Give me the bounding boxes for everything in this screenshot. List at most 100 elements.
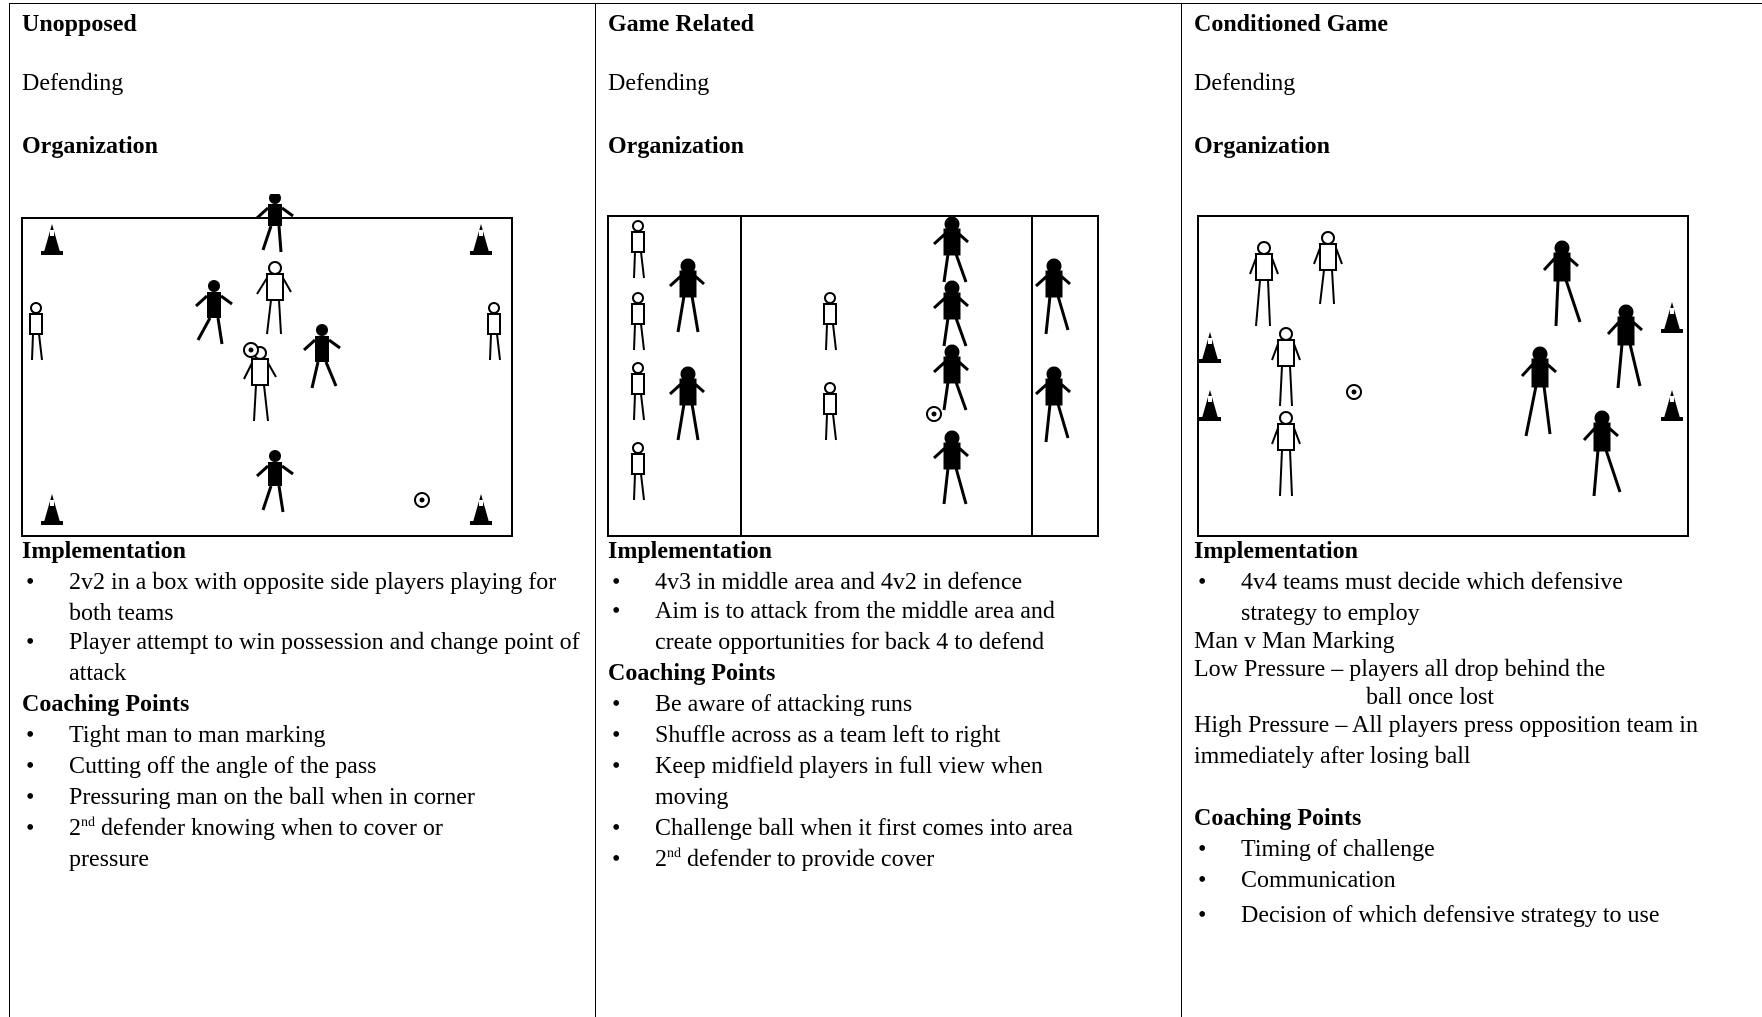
bullet-icon: •: [1198, 569, 1207, 595]
dark-player: [668, 258, 705, 333]
coaching-points-list: •Tight man to man marking •Cutting off t…: [22, 720, 588, 875]
football: [926, 406, 942, 422]
column-conditioned-game: Conditioned Game Defending Organization: [1182, 4, 1762, 1017]
unopposed-pitch-diagram: [21, 194, 513, 537]
bullet-icon: •: [26, 753, 35, 779]
cone: [470, 494, 492, 525]
implementation-heading: Implementation: [608, 538, 772, 564]
dark-player: [302, 324, 341, 389]
dark-player: [1582, 410, 1622, 497]
light-player: [1313, 231, 1343, 305]
column-title: Conditioned Game: [1194, 11, 1389, 37]
bullet-icon: •: [26, 569, 35, 595]
low-pressure-line: Low Pressure – players all drop behind t…: [1194, 656, 1606, 682]
dark-player: [932, 344, 969, 411]
implementation-section: Implementation •4v3 in middle area and 4…: [608, 536, 1174, 875]
light-player: [29, 302, 43, 361]
bullet-icon: •: [26, 629, 35, 655]
organization-heading: Organization: [608, 133, 744, 159]
coaching-points-heading: Coaching Points: [1194, 805, 1362, 831]
list-item: •Shuffle across as a team left to right: [608, 720, 1174, 751]
bullet-icon: •: [26, 815, 35, 841]
light-player: [256, 261, 292, 335]
pitch-boundary: [607, 215, 1099, 537]
light-player: [1271, 327, 1301, 407]
bullet-icon: •: [612, 691, 621, 717]
pitch-boundary: [1197, 215, 1689, 537]
bullet-icon: •: [612, 722, 621, 748]
cone: [41, 494, 63, 525]
light-player: [1249, 241, 1279, 327]
organization-heading: Organization: [22, 133, 158, 159]
bullet-icon: •: [1198, 867, 1207, 893]
implementation-section: Implementation •4v4 teams must decide wh…: [1194, 536, 1750, 931]
list-item: •Communication: [1194, 865, 1750, 896]
list-item: •Player attempt to win possession and ch…: [26, 629, 580, 686]
coaching-points-list: •Be aware of attacking runs •Shuffle acr…: [608, 689, 1174, 875]
implementation-section: Implementation •2v2 in a box with opposi…: [22, 536, 588, 875]
football: [243, 342, 259, 358]
column-subtitle: Defending: [1194, 70, 1296, 96]
list-item: •2nd defender to provide cover: [608, 844, 1174, 875]
light-player: [1271, 411, 1301, 497]
dark-player: [932, 216, 969, 283]
column-unopposed: Unopposed Defending Organization Impleme…: [10, 4, 596, 1017]
implementation-heading: Implementation: [22, 538, 186, 564]
bullet-icon: •: [612, 846, 621, 872]
list-item: •4v4 teams must decide which defensive s…: [1198, 569, 1623, 626]
list-item: •Cutting off the angle of the pass: [22, 751, 588, 782]
game-related-pitch-diagram: [607, 215, 1099, 537]
bullet-icon: •: [1198, 902, 1207, 928]
cone: [1661, 302, 1683, 333]
dark-player: [1606, 304, 1643, 389]
organization-heading: Organization: [1194, 133, 1330, 159]
list-item: •Aim is to attack from the middle area a…: [612, 598, 1055, 655]
dark-player: [932, 430, 969, 505]
list-item: •Be aware of attacking runs: [608, 689, 1174, 720]
list-item: •Tight man to man marking: [22, 720, 588, 751]
light-player: [487, 302, 501, 361]
dark-player: [194, 280, 233, 345]
football: [1346, 384, 1362, 400]
bullet-icon: •: [612, 598, 621, 624]
column-subtitle: Defending: [608, 70, 710, 96]
column-game-related: Game Related Defending Organization: [596, 4, 1182, 1017]
man-marking-line: Man v Man Marking: [1194, 628, 1395, 654]
column-title: Game Related: [608, 11, 754, 37]
cone: [1661, 390, 1683, 421]
list-item: •Timing of challenge: [1194, 834, 1750, 865]
coaching-points-heading: Coaching Points: [608, 660, 776, 686]
cone: [41, 224, 63, 255]
implementation-list: •2v2 in a box with opposite side players…: [22, 567, 588, 689]
light-player: [631, 442, 645, 501]
bullet-icon: •: [26, 722, 35, 748]
light-player: [823, 382, 837, 441]
light-player: [243, 346, 277, 422]
session-plan-table: Unopposed Defending Organization Impleme…: [9, 3, 1762, 1017]
list-item: •Pressuring man on the ball when in corn…: [22, 782, 588, 813]
cone: [1199, 332, 1221, 363]
implementation-heading: Implementation: [1194, 538, 1358, 564]
bullet-icon: •: [26, 784, 35, 810]
light-player: [823, 292, 837, 351]
column-subtitle: Defending: [22, 70, 124, 96]
cone: [1199, 390, 1221, 421]
list-item: •Challenge ball when it first comes into…: [608, 813, 1174, 844]
bullet-icon: •: [612, 569, 621, 595]
cone: [470, 224, 492, 255]
conditioned-game-pitch-diagram: [1197, 215, 1689, 537]
high-pressure-line: High Pressure – All players press opposi…: [1194, 712, 1704, 769]
dark-player: [1034, 366, 1071, 443]
light-player: [631, 220, 645, 279]
dark-player: [1520, 346, 1557, 437]
dark-player: [668, 366, 705, 441]
dark-player: [255, 450, 294, 513]
list-item: •2v2 in a box with opposite side players…: [26, 569, 557, 626]
dark-player: [1542, 240, 1582, 327]
list-item: •2nd defender knowing when to cover or p…: [26, 815, 443, 872]
list-item: •Keep midfield players in full view when…: [612, 753, 1043, 810]
implementation-list: •4v4 teams must decide which defensive s…: [1194, 567, 1750, 629]
dark-player: [1034, 258, 1071, 335]
low-pressure-line-continued: ball once lost: [1366, 684, 1494, 710]
coaching-points-heading: Coaching Points: [22, 691, 190, 717]
